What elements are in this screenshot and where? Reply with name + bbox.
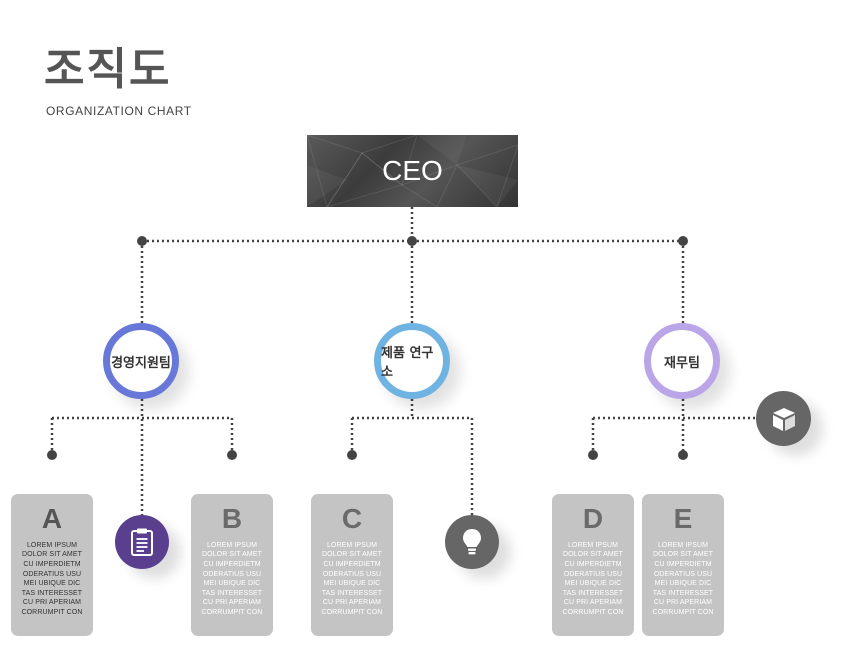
card-letter: A <box>41 503 63 534</box>
lightbulb-icon[interactable] <box>445 515 499 569</box>
ceo-pattern <box>307 135 518 207</box>
page-subtitle: ORGANIZATION CHART <box>46 104 192 118</box>
page-title: 조직도 <box>44 44 172 95</box>
ceo-box[interactable]: CEO <box>307 135 518 207</box>
box-glyph <box>772 407 795 431</box>
card-letter: C <box>341 503 363 534</box>
clipboard-glyph <box>131 528 153 556</box>
team-label: 경영지원팀 <box>111 355 171 371</box>
lightbulb-glyph <box>463 529 481 555</box>
clipboard-icon[interactable] <box>115 515 169 569</box>
card-letter: E <box>673 503 693 534</box>
box-icon[interactable] <box>756 391 811 446</box>
card-letter: D <box>582 503 604 534</box>
ceo-label: CEO <box>382 155 443 186</box>
card-letter: B <box>221 503 243 534</box>
team-label: 제품 연구소 <box>381 346 434 380</box>
team-circle-research[interactable]: 제품 연구소 <box>374 323 450 399</box>
team-circle-finance[interactable]: 재무팀 <box>644 323 720 399</box>
team-circle-management[interactable]: 경영지원팀 <box>103 323 179 399</box>
team-label: 재무팀 <box>664 355 700 371</box>
